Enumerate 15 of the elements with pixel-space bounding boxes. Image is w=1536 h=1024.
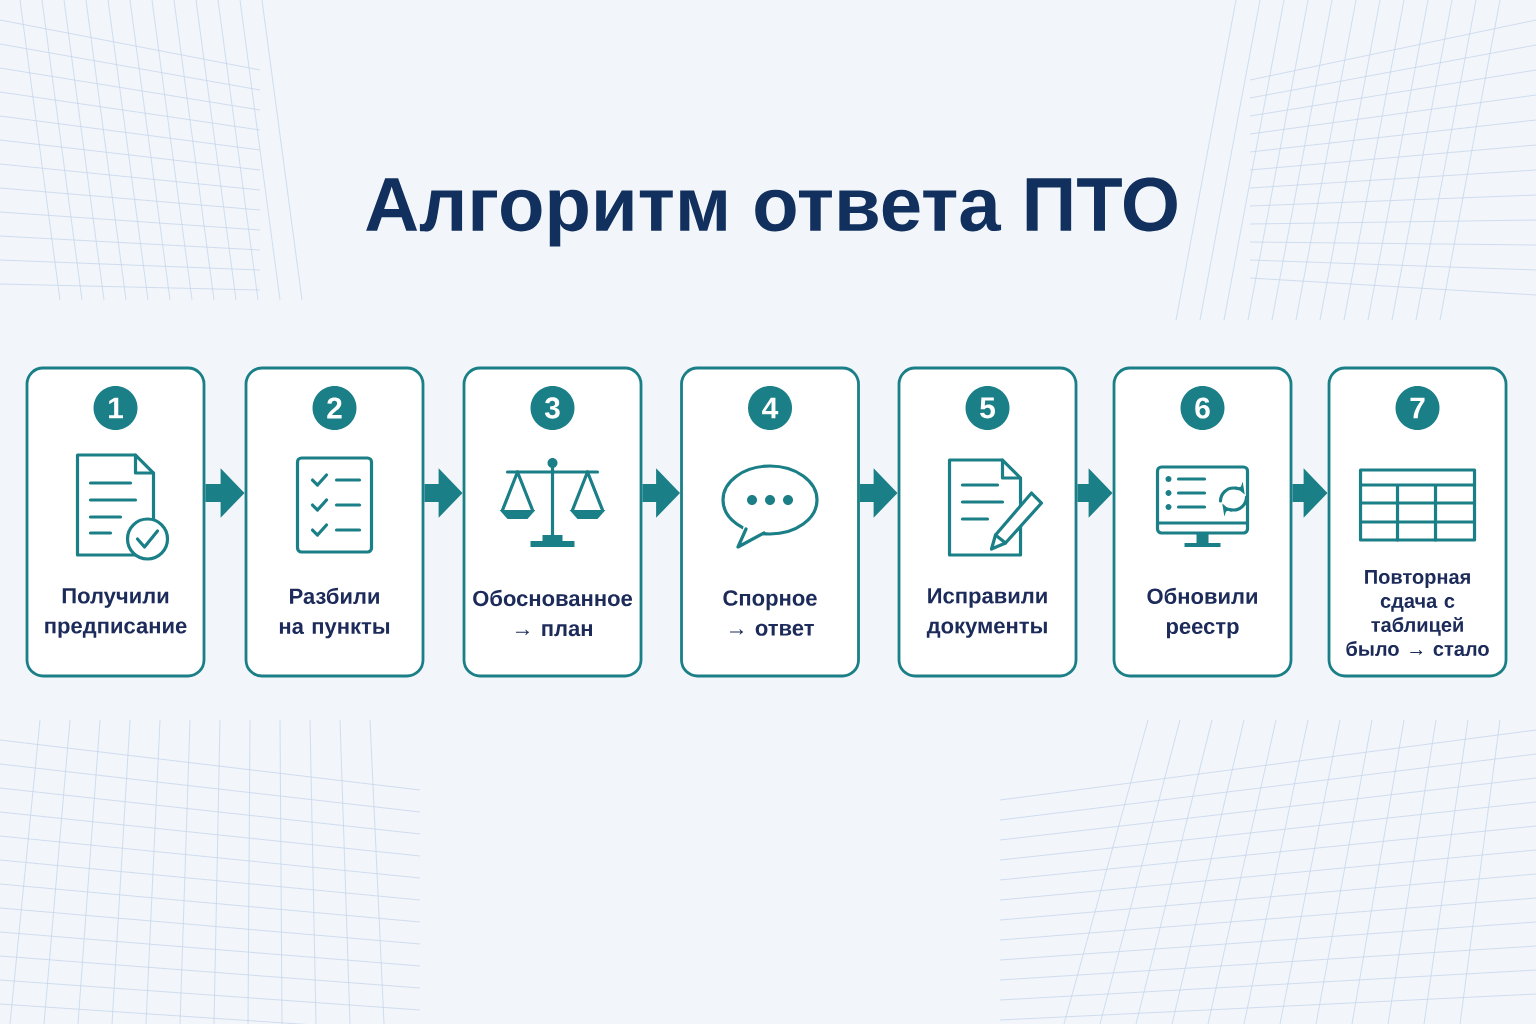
- step-label: Разбили на пункты: [279, 587, 390, 639]
- step-label: Повторная сдача с таблицей было → стало: [1346, 570, 1489, 656]
- step-label: Обоснованное → план: [473, 589, 633, 637]
- title: Алгоритм ответа ПТО: [366, 177, 1177, 247]
- step-label: Обновили реестр: [1147, 587, 1257, 639]
- step-label: Получили предписание: [45, 588, 187, 638]
- step-number: 1: [93, 386, 138, 430]
- step-label: Спорное → ответ: [723, 590, 817, 636]
- step-number: 2: [312, 386, 357, 430]
- step-number: 3: [530, 386, 575, 430]
- step-number: 7: [1395, 386, 1440, 430]
- step-number: 6: [1180, 386, 1225, 430]
- step-number: 5: [965, 386, 1010, 430]
- step-number: 4: [748, 386, 792, 430]
- step-label: Исправили документы: [926, 588, 1047, 638]
